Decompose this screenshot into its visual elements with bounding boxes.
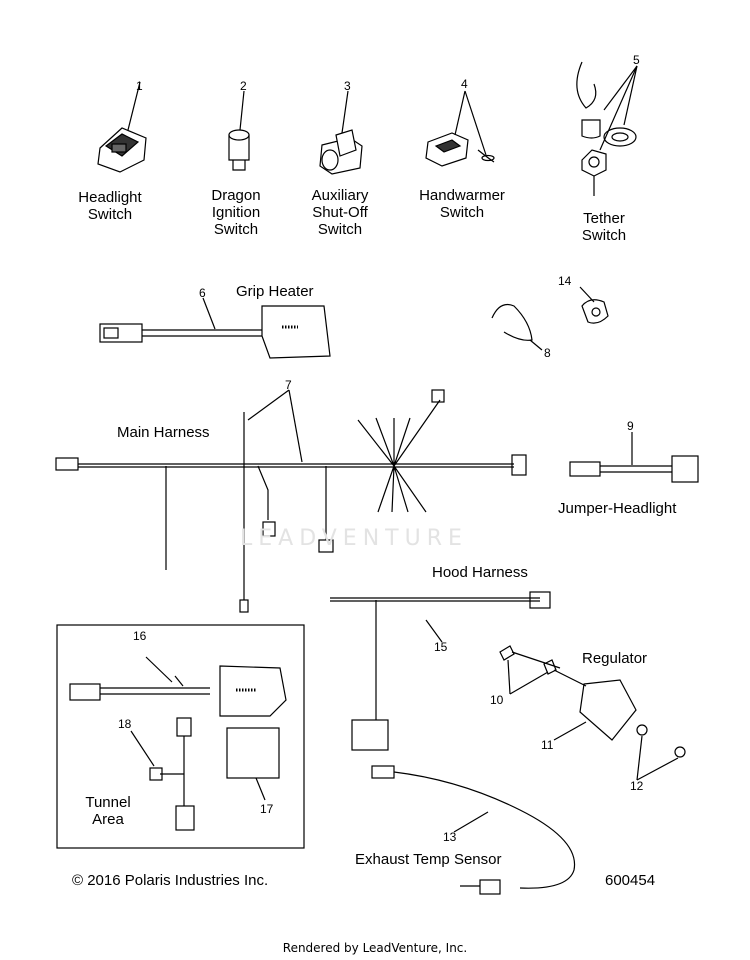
callout-13: 13	[443, 830, 457, 844]
handwarmer-switch-part	[425, 90, 495, 167]
label-regulator: Regulator	[582, 650, 648, 667]
label-tether-switch: Tether Switch	[581, 210, 627, 244]
callout-3: 3	[344, 79, 351, 93]
label-jumper-headlight: Jumper-Headlight	[558, 500, 677, 517]
rendered-by-text: Rendered by LeadVenture, Inc.	[282, 941, 468, 955]
copyright-text: © 2016 Polaris Industries Inc.	[72, 872, 269, 889]
callout-4: 4	[461, 77, 468, 91]
callout-12: 12	[630, 779, 644, 793]
headlight-switch-part	[97, 81, 147, 173]
callout-18: 18	[118, 717, 132, 731]
regulator-part	[499, 645, 686, 781]
label-exhaust-temp-sensor: Exhaust Temp Sensor	[355, 851, 502, 868]
label-auxiliary-shutoff-switch: Auxiliary Shut-Off Switch	[311, 187, 369, 238]
callout-15: 15	[434, 640, 448, 654]
label-grip-heater: Grip Heater	[236, 283, 314, 300]
callout-7: 7	[285, 378, 292, 392]
callout-10: 10	[490, 693, 504, 707]
hood-harness-part	[330, 591, 551, 751]
callout-5: 5	[633, 53, 640, 67]
label-main-harness: Main Harness	[117, 424, 210, 441]
jumper-headlight-part	[569, 432, 699, 483]
tunnel-area-box	[56, 624, 305, 849]
figure-number: 600454	[605, 872, 656, 889]
callout-14: 14	[558, 274, 572, 288]
callout-17: 17	[260, 802, 274, 816]
callout-11: 11	[541, 738, 554, 752]
callout-16: 16	[133, 629, 147, 643]
cable-tie-part	[491, 303, 543, 351]
shutoff-switch-part	[319, 90, 363, 175]
tether-switch-part	[576, 61, 638, 196]
callout-8: 8	[544, 346, 551, 360]
callout-1: 1	[136, 79, 143, 93]
label-tunnel-area: Tunnel Area	[85, 794, 131, 828]
callout-6: 6	[199, 286, 206, 300]
callout-9: 9	[627, 419, 634, 433]
callout-2: 2	[240, 79, 247, 93]
label-hood-harness: Hood Harness	[432, 564, 528, 581]
watermark: LEADVENTURE	[240, 526, 468, 551]
label-headlight-switch: Headlight Switch	[78, 189, 142, 223]
clip-part	[579, 286, 609, 324]
label-handwarmer-switch: Handwarmer Switch	[419, 187, 505, 221]
grip-heater-part	[99, 297, 331, 359]
tunnel-parts	[69, 656, 287, 831]
ignition-switch-part	[228, 90, 250, 171]
label-dragon-ignition-switch: Dragon Ignition Switch	[211, 187, 261, 238]
exhaust-temp-sensor-part	[371, 765, 576, 895]
main-harness-part	[55, 389, 527, 613]
